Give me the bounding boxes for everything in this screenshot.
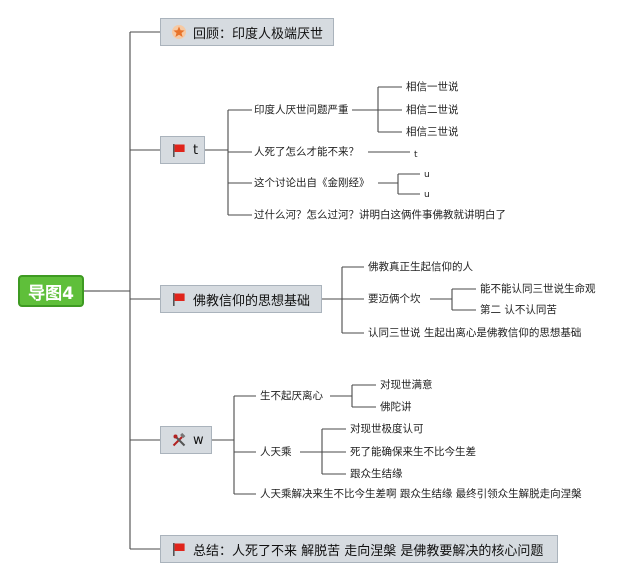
branch-label: 回顾：印度人极端厌世	[193, 26, 324, 42]
node-two-hurdles[interactable]: 要迈俩个坎	[368, 293, 421, 305]
leaf-u-2[interactable]: u	[424, 190, 430, 200]
leaf-satisfied-world[interactable]: 对现世满意	[380, 379, 433, 391]
branch-label: t	[193, 142, 199, 158]
node-cross-river[interactable]: 过什么河？怎么过河？讲明白这俩件事佛教就讲明白了	[254, 209, 506, 221]
leaf-bond-beings[interactable]: 跟众生结缘	[350, 468, 403, 480]
branch-faith-basis[interactable]: 佛教信仰的思想基础	[160, 285, 322, 313]
leaf-buddha-says[interactable]: 佛陀讲	[380, 401, 412, 413]
branch-review[interactable]: 回顾：印度人极端厌世	[160, 18, 334, 46]
node-human-heaven-vehicle[interactable]: 人天乘	[260, 446, 292, 458]
leaf-recognize-world[interactable]: 对现世极度认可	[350, 423, 424, 435]
branch-label: w	[193, 432, 204, 448]
node-india-problem[interactable]: 印度人厌世问题严重	[254, 104, 349, 116]
flag-icon	[171, 291, 187, 307]
tools-icon	[171, 432, 187, 448]
leaf-t[interactable]: t	[414, 150, 418, 160]
leaf-three-life-view[interactable]: 能不能认同三世说生命观	[480, 283, 596, 295]
flag-icon	[171, 142, 187, 158]
root-label: 导图4	[28, 283, 74, 304]
branch-label: 总结：人死了不来 解脱苦 走向涅槃 是佛教要解决的核心问题	[193, 543, 544, 559]
branch-label: 佛教信仰的思想基础	[193, 293, 311, 309]
node-vehicle-resolves[interactable]: 人天乘解决来生不比今生差啊 跟众生结缘 最终引领众生解脱走向涅槃	[260, 488, 582, 500]
node-true-believers[interactable]: 佛教真正生起信仰的人	[368, 261, 473, 273]
leaf-two-lives[interactable]: 相信二世说	[406, 104, 459, 116]
node-how-not-return[interactable]: 人死了怎么才能不来？	[254, 146, 359, 158]
leaf-u-1[interactable]: u	[424, 170, 430, 180]
star-icon	[171, 24, 187, 40]
flag-icon	[171, 541, 187, 557]
node-diamond-sutra[interactable]: 这个讨论出自《金刚经》	[254, 177, 370, 189]
branch-summary[interactable]: 总结：人死了不来 解脱苦 走向涅槃 是佛教要解决的核心问题	[160, 535, 558, 563]
leaf-three-lives[interactable]: 相信三世说	[406, 126, 459, 138]
branch-w[interactable]: w	[160, 426, 212, 454]
root-node[interactable]: 导图4	[18, 275, 84, 307]
branch-t[interactable]: t	[160, 136, 205, 164]
leaf-accept-suffering[interactable]: 第二 认不认同苦	[480, 304, 557, 316]
leaf-next-life-not-worse[interactable]: 死了能确保来生不比今生差	[350, 446, 476, 458]
leaf-one-life[interactable]: 相信一世说	[406, 81, 459, 93]
node-renunciation-basis[interactable]: 认同三世说 生起出离心是佛教信仰的思想基础	[368, 327, 582, 339]
node-no-renunciation[interactable]: 生不起厌离心	[260, 390, 323, 402]
